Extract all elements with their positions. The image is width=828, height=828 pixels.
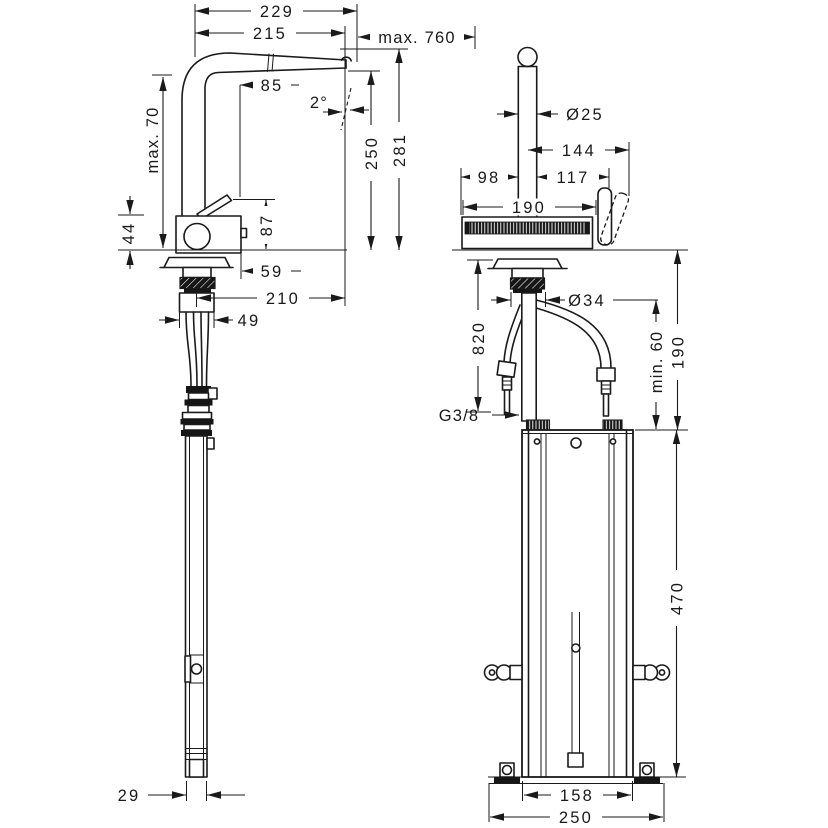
dim-label: 190 [512, 199, 546, 217]
hose-coupling-left [496, 360, 517, 378]
sbox-body [521, 429, 634, 778]
cartridge-circle [183, 222, 211, 251]
aerator-dome [340, 56, 352, 62]
dim-max-pullout-760: max. 760 [358, 28, 475, 47]
dim-label: 85 [261, 77, 284, 95]
under-deck-front [496, 292, 616, 422]
dim-label: 2° [310, 94, 328, 112]
dim-44: 44 [120, 196, 138, 269]
union-ring [181, 411, 213, 420]
dim-250-base: 250 [490, 808, 663, 827]
dim-label: 190 [670, 335, 688, 369]
dim-190-side: 190 [669, 250, 688, 430]
center-hole [570, 437, 582, 449]
escutcheon-front [487, 258, 568, 270]
mounting-nut [179, 276, 216, 290]
faucet-body-side [159, 194, 248, 313]
tube-end-cap [188, 758, 205, 778]
tube-fitting-circle [190, 663, 203, 675]
hose-end-fitting [567, 752, 584, 768]
dim-210: 210 [197, 289, 345, 308]
box-stud-left [525, 419, 551, 431]
dim-label: 158 [560, 787, 594, 805]
dim-height-281: 281 [390, 49, 409, 250]
dim-59: 59 [242, 262, 301, 281]
left-extension-lines [118, 4, 476, 801]
screw-hole [609, 438, 617, 445]
handle-front-swung-dashed [600, 192, 630, 246]
box-stud-right [602, 419, 623, 431]
escutcheon [159, 256, 234, 269]
base-stub [182, 266, 212, 279]
hose-clip [570, 643, 581, 653]
hose-connector [186, 386, 211, 393]
spout-column-front [517, 46, 538, 218]
dim-label: Ø34 [568, 292, 606, 310]
dim-144: 144 [528, 141, 629, 160]
dim-87: 87 [257, 200, 276, 249]
sbox-front [483, 419, 686, 784]
nut-flange [184, 288, 211, 293]
under-deck-side [180, 311, 218, 778]
screw-hole [533, 438, 541, 445]
dim-label: max. 760 [378, 29, 455, 47]
faucet-body-front [461, 216, 594, 293]
dim-label: 117 [557, 169, 590, 187]
hose-coupling-right [596, 367, 616, 382]
dim-label: 820 [470, 321, 488, 355]
dim-98: 98 [461, 168, 518, 187]
dim-spout-reach-229: 229 [195, 2, 357, 21]
label-g38: G3/8 [439, 407, 519, 425]
spout-cap [517, 46, 538, 68]
dim-min-60: min. 60 [647, 300, 666, 429]
dim-label: 215 [253, 25, 287, 43]
dim-820: 820 [469, 260, 488, 411]
pullout-hose-guide [520, 292, 537, 422]
dim-117: 117 [537, 168, 609, 187]
dim-label: 470 [669, 581, 687, 615]
spray-head-joint [267, 53, 274, 72]
dim-label: 250 [363, 136, 381, 170]
dim-29: 29 [118, 787, 245, 805]
dim-49: 49 [159, 312, 261, 330]
dim-label: 59 [261, 263, 284, 281]
dim-max-70: max. 70 [144, 77, 167, 248]
dim-label: 87 [258, 214, 276, 237]
right-view-front-elevation: Ø25 144 98 117 190 Ø34 [439, 46, 688, 827]
handle-front [597, 187, 613, 246]
dim-label: 210 [266, 290, 300, 308]
dim-height-250: 250 [362, 71, 381, 250]
dim-label: 250 [559, 809, 593, 827]
dim-dia-34: Ø34 [491, 292, 606, 310]
dim-label: 29 [118, 787, 141, 805]
dim-angle-2deg: 2° [310, 87, 369, 131]
grip-band [464, 221, 590, 235]
thread-label: G3/8 [439, 407, 480, 425]
dim-label: Ø25 [566, 106, 604, 124]
dim-label: max. 70 [144, 106, 162, 173]
dim-158: 158 [524, 786, 631, 805]
spray-outlet-nub [240, 227, 248, 239]
dim-190-top: 190 [463, 198, 596, 217]
spout-outline [181, 52, 352, 218]
left-view-side-elevation: 229 215 max. 760 85 2° 250 [118, 2, 476, 805]
tube-side-knob [206, 437, 215, 450]
dim-label: 49 [238, 312, 261, 330]
dim-dia-25: Ø25 [497, 106, 604, 124]
dim-spray-length-85: 85 [240, 76, 299, 95]
dim-spout-reach-215: 215 [195, 24, 345, 43]
mounting-nut-front [509, 277, 546, 290]
dim-label: 44 [120, 222, 138, 245]
connector-tab [207, 387, 218, 400]
dim-470: 470 [668, 430, 687, 777]
dim-label: 98 [478, 169, 501, 187]
dim-label: 229 [260, 3, 294, 21]
dim-label: min. 60 [648, 331, 666, 394]
dim-label: 144 [562, 142, 596, 160]
tube-notch [184, 655, 192, 683]
dim-label: 281 [391, 133, 409, 167]
